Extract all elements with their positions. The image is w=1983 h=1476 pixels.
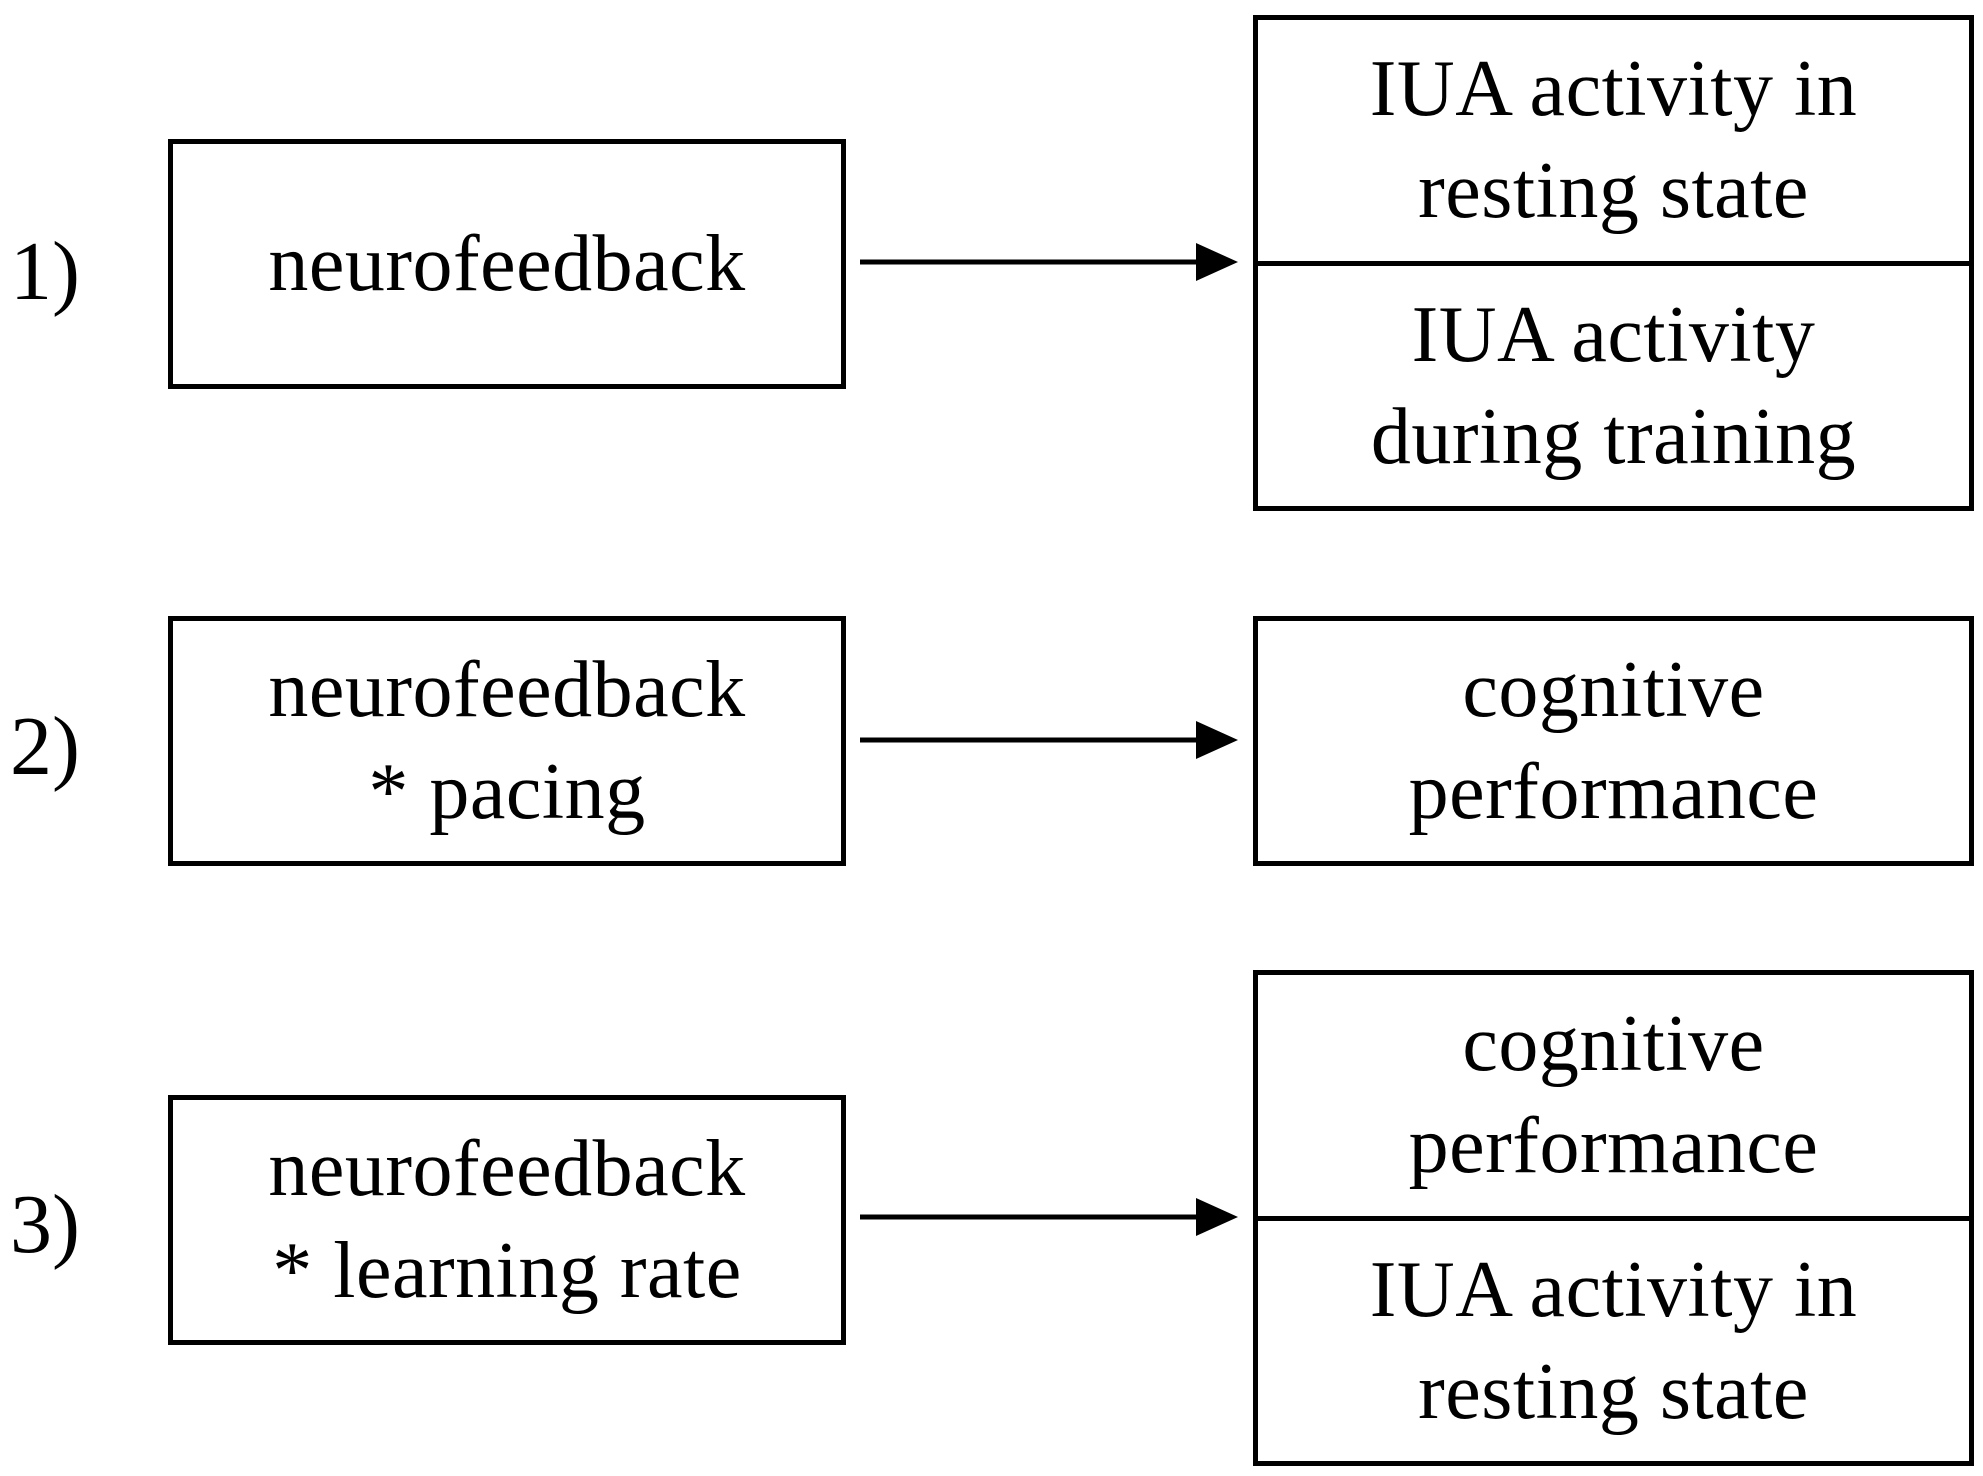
row-2-source-cell: neurofeedback * pacing [173, 621, 841, 861]
row-2-target-cell-1: cognitive performance [1258, 621, 1969, 861]
row-3-arrow [860, 1198, 1238, 1236]
row-1-source-box: neurofeedback [168, 139, 846, 389]
row-1-arrow [860, 243, 1238, 281]
row-2-target-1-line-1: cognitive [1462, 646, 1765, 734]
row-1-target-2-line-2: during training [1370, 392, 1857, 481]
row-1-source-line-1: neurofeedback [268, 220, 746, 308]
row-3-target-cell-2: IUA activity in resting state [1258, 1215, 1969, 1462]
row-1-target-box: IUA activity in resting state IUA activi… [1253, 15, 1974, 511]
row-3-source-line-2: * learning rate [272, 1227, 742, 1315]
row-3-source-box: neurofeedback * learning rate [168, 1095, 846, 1345]
row-3-target-cell-1: cognitive performance [1258, 975, 1969, 1216]
row-2-source-box: neurofeedback * pacing [168, 616, 846, 866]
row-2-target-box: cognitive performance [1253, 616, 1974, 866]
row-1-source-cell: neurofeedback [173, 144, 841, 384]
row-3-target-1-line-1: cognitive [1462, 1000, 1765, 1089]
row-3-target-2-line-1: IUA activity in [1369, 1245, 1858, 1334]
row-3-label: 3) [10, 1178, 80, 1271]
row-2-source-line-2: * pacing [368, 748, 646, 836]
row-1-target-cell-1: IUA activity in resting state [1258, 20, 1969, 261]
row-3-target-2-line-2: resting state [1418, 1347, 1809, 1436]
row-1-target-2-line-1: IUA activity [1411, 290, 1816, 379]
row-2-target-1-line-2: performance [1408, 748, 1819, 836]
row-2-label: 2) [10, 700, 80, 793]
row-2-source-line-1: neurofeedback [268, 646, 746, 734]
row-3-target-1-line-2: performance [1408, 1102, 1819, 1191]
row-1-target-1-line-1: IUA activity in [1369, 45, 1858, 134]
row-2-arrow [860, 721, 1238, 759]
row-3-source-cell: neurofeedback * learning rate [173, 1100, 841, 1340]
row-3-target-box: cognitive performance IUA activity in re… [1253, 970, 1974, 1466]
row-1-label: 1) [10, 225, 80, 318]
row-1-target-cell-2: IUA activity during training [1258, 260, 1969, 507]
row-1-target-1-line-2: resting state [1418, 147, 1809, 236]
row-3-source-line-1: neurofeedback [268, 1125, 746, 1213]
